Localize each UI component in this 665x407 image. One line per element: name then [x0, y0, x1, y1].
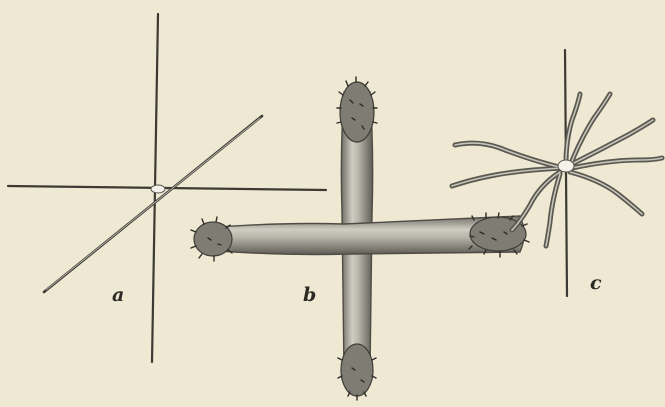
spicule-c — [452, 50, 662, 296]
spicule-a — [8, 14, 326, 362]
figure-label-c: c — [590, 274, 602, 293]
figure-label-a: a — [112, 286, 124, 305]
spicule-b — [191, 77, 529, 400]
figure-label-b: b — [303, 286, 316, 305]
